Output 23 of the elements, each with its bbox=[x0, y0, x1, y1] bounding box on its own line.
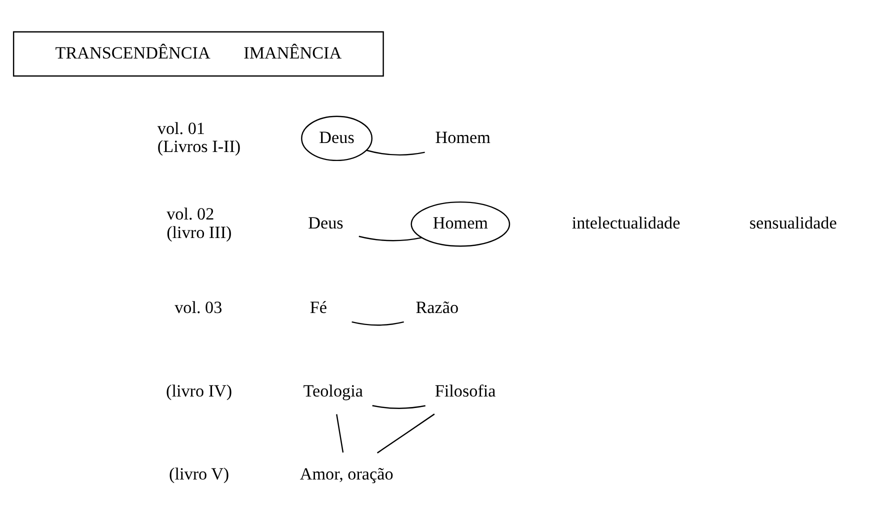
label: vol. 02 (livro III) bbox=[166, 204, 232, 242]
node-text: Deus bbox=[308, 214, 344, 233]
node-text: Filosofia bbox=[434, 381, 496, 400]
node-box: TRANSCENDÊNCIA IMANÊNCIA bbox=[12, 31, 384, 77]
connector bbox=[372, 405, 426, 409]
node-ellipse: Homem bbox=[410, 201, 510, 247]
node-text: Teologia bbox=[303, 381, 363, 400]
connector bbox=[352, 321, 404, 326]
label: vol. 01 (Livros I-II) bbox=[157, 118, 241, 156]
label: (livro IV) bbox=[166, 381, 232, 400]
node-ellipse: Deus bbox=[301, 116, 373, 162]
node-text: Fé bbox=[310, 298, 327, 318]
connector bbox=[358, 236, 422, 242]
node-text: Amor, oração bbox=[300, 464, 394, 484]
label: (livro V) bbox=[169, 464, 230, 484]
connector bbox=[376, 414, 435, 454]
node-text: Homem bbox=[435, 128, 490, 147]
label: sensualidade bbox=[749, 214, 837, 233]
label: vol. 03 bbox=[174, 298, 222, 318]
connector bbox=[366, 150, 425, 156]
node-text: Razão bbox=[416, 298, 459, 318]
connector bbox=[336, 414, 344, 453]
label: intelectualidade bbox=[572, 214, 680, 233]
